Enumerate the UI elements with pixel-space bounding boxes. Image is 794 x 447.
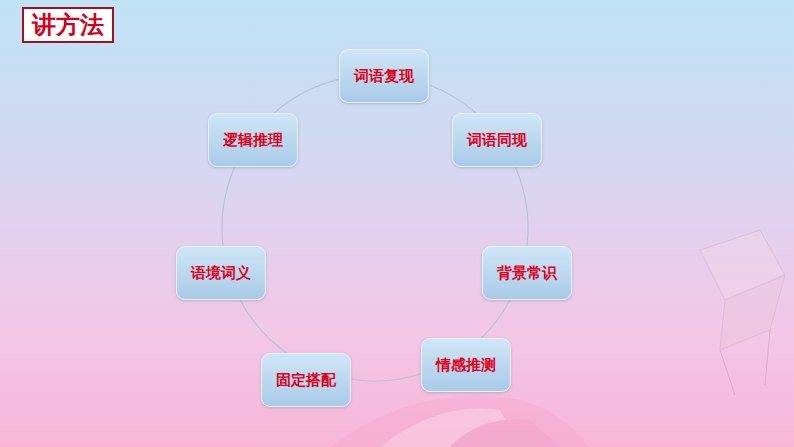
ring-arc [515,167,528,246]
method-label: 词语同现 [467,131,527,150]
method-label: 逻辑推理 [223,131,283,150]
ring-arc [351,374,421,381]
ring-arc [222,167,235,246]
method-label: 词语复现 [354,67,414,86]
ring-arc [240,300,287,353]
ring-arc [429,85,476,113]
hot-air-balloon [700,230,785,395]
method-box: 语境词义 [176,246,266,300]
method-box: 背景常识 [482,246,572,300]
method-box: 逻辑推理 [208,113,298,167]
method-box: 情感推测 [421,338,511,392]
method-label: 语境词义 [191,264,251,283]
circus-tent [330,395,590,447]
method-box: 词语同现 [452,113,542,167]
method-label: 情感推测 [436,356,496,375]
slide-title: 讲方法 [22,7,114,43]
method-label: 背景常识 [497,264,557,283]
ring-arc [274,79,339,113]
method-box: 词语复现 [339,49,429,103]
ring-arc [481,300,509,338]
method-box: 固定搭配 [261,353,351,407]
method-label: 固定搭配 [276,371,336,390]
